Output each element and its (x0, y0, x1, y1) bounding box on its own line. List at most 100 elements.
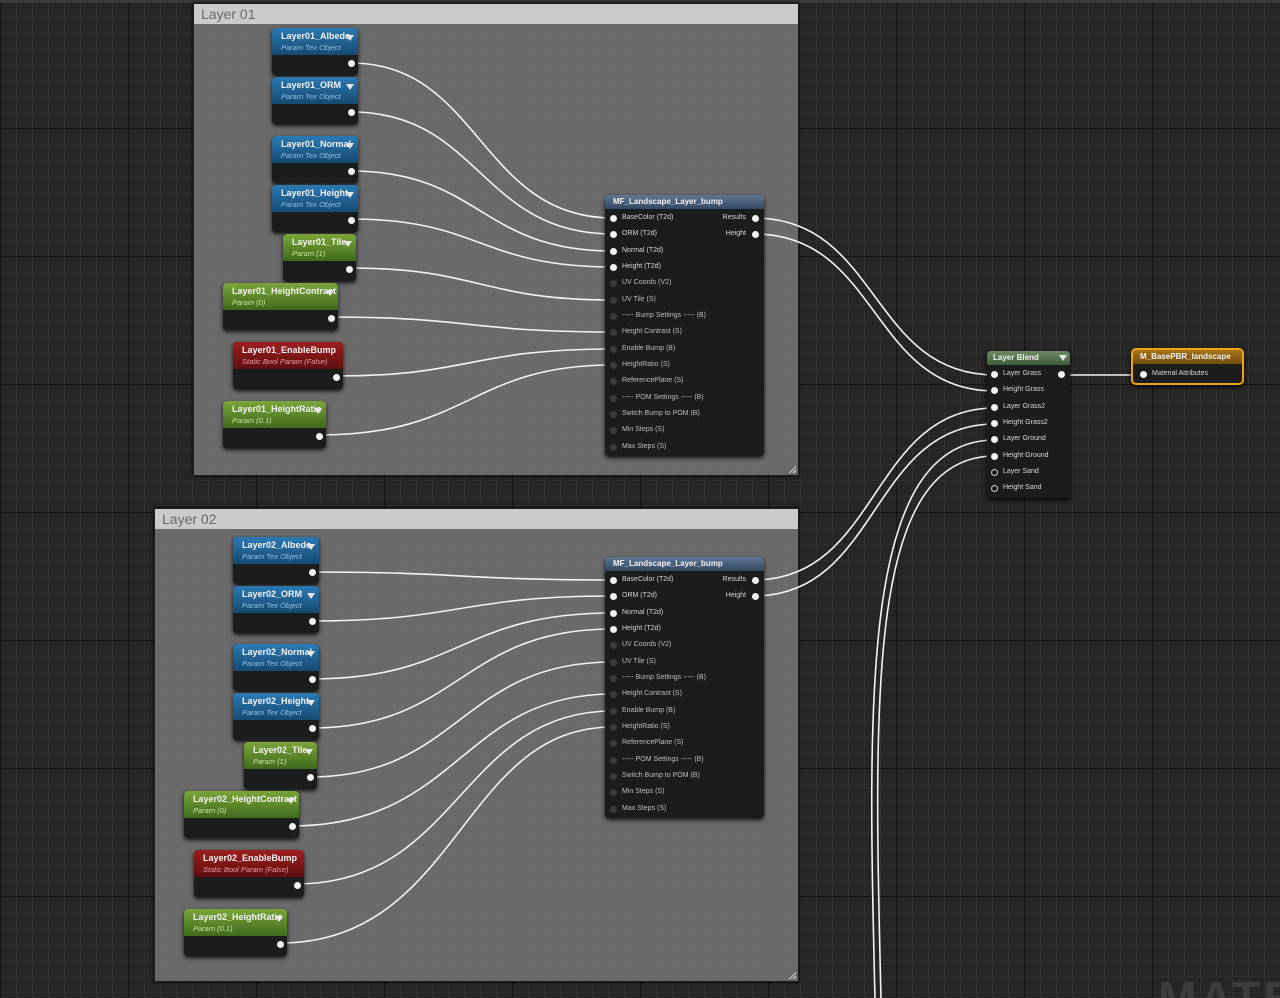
node-header[interactable] (272, 77, 358, 104)
layer-blend-node[interactable]: Layer Blend Layer Grass Height Grass Lay… (987, 351, 1070, 498)
input-pin-layer-grass2[interactable] (991, 404, 998, 411)
output-pin[interactable] (277, 941, 284, 948)
input-pin-switch-bump-pom[interactable] (610, 411, 617, 418)
output-pin[interactable] (1058, 371, 1065, 378)
collapse-arrow-icon[interactable] (307, 651, 315, 657)
input-pin-enable-bump[interactable] (610, 346, 617, 353)
output-pin-results[interactable] (752, 215, 759, 222)
input-pin-height-grass[interactable] (991, 387, 998, 394)
output-pin[interactable] (309, 618, 316, 625)
param-node-layer02-heightcontrast[interactable]: Layer02_HeightContrast Param (0) (184, 791, 299, 838)
node-header[interactable] (233, 644, 319, 671)
node-header[interactable] (233, 586, 319, 613)
input-pin-uv-coords[interactable] (610, 280, 617, 287)
input-pin-heightratio[interactable] (610, 724, 617, 731)
input-pin-height-ground[interactable] (991, 453, 998, 460)
output-pin[interactable] (316, 433, 323, 440)
param-node-layer02-normal[interactable]: Layer02_Normal Param Tex Object (233, 644, 319, 691)
input-pin-heightratio[interactable] (610, 362, 617, 369)
input-pin-height-sand[interactable] (991, 485, 998, 492)
output-pin[interactable] (348, 60, 355, 67)
node-header[interactable] (283, 234, 356, 261)
input-pin-layer-grass[interactable] (991, 371, 998, 378)
collapse-arrow-icon[interactable] (305, 749, 313, 755)
param-node-layer01-enablebump[interactable]: Layer01_EnableBump Static Bool Param (Fa… (233, 342, 343, 389)
param-node-layer02-orm[interactable]: Layer02_ORM Param Tex Object (233, 586, 319, 633)
output-pin[interactable] (333, 374, 340, 381)
resize-grip-icon[interactable] (788, 465, 796, 473)
collapse-arrow-icon[interactable] (275, 916, 283, 922)
comment-title[interactable]: Layer 02 (155, 509, 798, 529)
output-pin[interactable] (348, 109, 355, 116)
input-pin-layer-sand[interactable] (991, 469, 998, 476)
collapse-arrow-icon[interactable] (346, 35, 354, 41)
input-pin-normal[interactable] (610, 610, 617, 617)
node-header[interactable] (1133, 350, 1242, 364)
param-node-layer01-albedo[interactable]: Layer01_Albedo Param Tex Object (272, 28, 358, 75)
input-pin-orm[interactable] (610, 593, 617, 600)
input-pin-uv-coords[interactable] (610, 642, 617, 649)
node-header[interactable] (223, 283, 338, 310)
node-header[interactable] (184, 791, 299, 818)
output-pin-height[interactable] (752, 231, 759, 238)
resize-grip-icon[interactable] (788, 971, 796, 979)
collapse-arrow-icon[interactable] (287, 798, 295, 804)
node-header[interactable] (194, 850, 304, 877)
param-node-layer01-tile[interactable]: Layer01_Tile Param (1) (283, 234, 356, 281)
collapse-arrow-icon[interactable] (1059, 355, 1067, 361)
collapse-arrow-icon[interactable] (344, 241, 352, 247)
material-result-node[interactable]: M_BasePBR_landscape Material Attributes (1131, 348, 1244, 385)
input-pin-orm[interactable] (610, 231, 617, 238)
input-pin-normal[interactable] (610, 248, 617, 255)
node-header[interactable] (272, 185, 358, 212)
output-pin[interactable] (348, 168, 355, 175)
node-header[interactable] (184, 909, 287, 936)
input-pin-pom-settings[interactable] (610, 395, 617, 402)
collapse-arrow-icon[interactable] (314, 408, 322, 414)
input-pin-basecolor[interactable] (610, 215, 617, 222)
input-pin-pom-settings[interactable] (610, 757, 617, 764)
param-node-layer02-enablebump[interactable]: Layer02_EnableBump Static Bool Param (Fa… (194, 850, 304, 897)
collapse-arrow-icon[interactable] (326, 290, 334, 296)
param-node-layer02-tile[interactable]: Layer02_Tile Param (1) (244, 742, 317, 789)
input-pin-uv-tile[interactable] (610, 297, 617, 304)
input-pin-height-contrast[interactable] (610, 691, 617, 698)
output-pin[interactable] (328, 315, 335, 322)
output-pin[interactable] (309, 569, 316, 576)
output-pin[interactable] (348, 217, 355, 224)
node-header[interactable] (272, 28, 358, 55)
input-pin-bump-settings[interactable] (610, 675, 617, 682)
input-pin-min-steps[interactable] (610, 427, 617, 434)
param-node-layer01-heightcontrast[interactable]: Layer01_HeightContrast Param (0) (223, 283, 338, 330)
param-node-layer02-heightratio[interactable]: Layer02_HeightRatio Param (0.1) (184, 909, 287, 956)
param-node-layer01-heightratio[interactable]: Layer01_HeightRatio Param (0.1) (223, 401, 326, 448)
input-pin-min-steps[interactable] (610, 789, 617, 796)
material-function-node-layer01[interactable]: MF_Landscape_Layer_bump BaseColor (T2d) … (605, 195, 764, 456)
input-pin-referenceplane[interactable] (610, 740, 617, 747)
input-pin-switch-bump-pom[interactable] (610, 773, 617, 780)
input-pin-height-contrast[interactable] (610, 329, 617, 336)
input-pin-referenceplane[interactable] (610, 378, 617, 385)
collapse-arrow-icon[interactable] (307, 593, 315, 599)
input-pin-uv-tile[interactable] (610, 659, 617, 666)
param-node-layer01-height[interactable]: Layer01_Height Param Tex Object (272, 185, 358, 232)
node-header[interactable] (244, 742, 317, 769)
param-node-layer02-albedo[interactable]: Layer02_Albedo Param Tex Object (233, 537, 319, 584)
collapse-arrow-icon[interactable] (307, 544, 315, 550)
collapse-arrow-icon[interactable] (346, 143, 354, 149)
input-pin-material-attributes[interactable] (1140, 371, 1147, 378)
output-pin[interactable] (294, 882, 301, 889)
node-header[interactable] (233, 537, 319, 564)
input-pin-max-steps[interactable] (610, 806, 617, 813)
output-pin-height[interactable] (752, 593, 759, 600)
node-header[interactable] (605, 195, 764, 209)
input-pin-height-grass2[interactable] (991, 420, 998, 427)
input-pin-enable-bump[interactable] (610, 708, 617, 715)
param-node-layer01-normal[interactable]: Layer01_Normal Param Tex Object (272, 136, 358, 183)
node-header[interactable] (223, 401, 326, 428)
collapse-arrow-icon[interactable] (307, 700, 315, 706)
input-pin-max-steps[interactable] (610, 444, 617, 451)
output-pin[interactable] (309, 676, 316, 683)
input-pin-bump-settings[interactable] (610, 313, 617, 320)
output-pin[interactable] (289, 823, 296, 830)
